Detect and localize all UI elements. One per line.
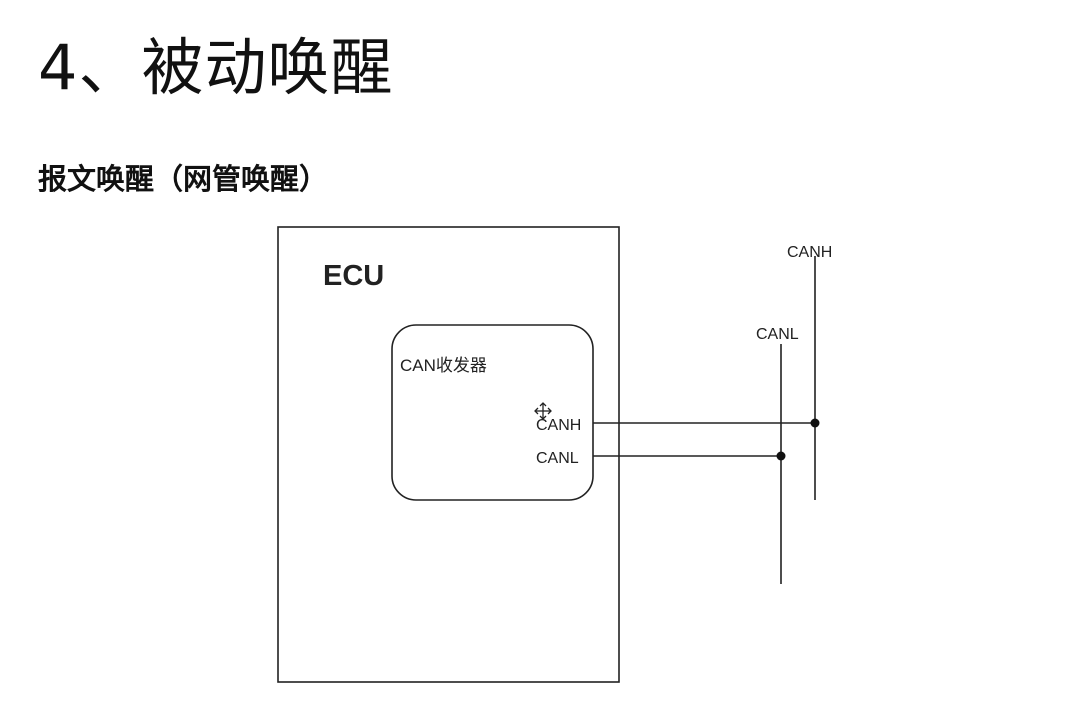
transceiver-canh-label: CANH: [536, 417, 581, 434]
ecu-box: [277, 226, 620, 683]
ecu-label: ECU: [323, 260, 384, 292]
slide-title: 4、被动唤醒: [38, 31, 394, 104]
can-transceiver-label: CAN收发器: [400, 356, 487, 375]
canl-bus-label: CANL: [756, 326, 799, 343]
can-transceiver-box: [391, 324, 594, 501]
canh-junction-dot: [810, 418, 820, 428]
canh-bus-label: CANH: [787, 244, 832, 261]
move-cursor-icon: [534, 402, 552, 420]
canl-junction-dot: [776, 451, 786, 461]
slide-subtitle: 报文唤醒（网管唤醒）: [38, 162, 329, 196]
transceiver-canl-label: CANL: [536, 450, 579, 467]
